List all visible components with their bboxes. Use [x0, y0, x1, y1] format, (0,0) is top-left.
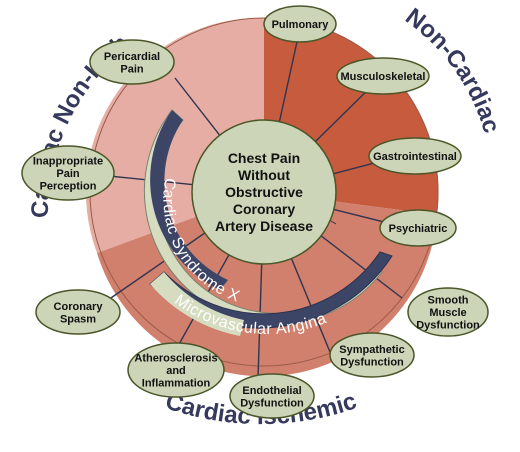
microvascular-angina-band-light [150, 272, 244, 336]
node-label: Sympathetic [339, 344, 404, 356]
node-ellipse [35, 289, 121, 335]
node-ellipse [336, 57, 430, 95]
node-ellipse [368, 137, 462, 175]
center-circle [191, 119, 337, 265]
node-label: Muscle [429, 307, 466, 319]
cardiac-syndrome-x-band-dark [150, 110, 228, 290]
cardiac-ischemic-sector [97, 192, 437, 377]
node-label: Inflammation [142, 378, 211, 390]
node-group: PulmonaryMusculoskeletalGastrointestinal… [21, 5, 489, 419]
center-title-line: Without [238, 167, 290, 183]
node-label: Perception [40, 181, 97, 193]
center-title: Chest PainWithoutObstructiveCoronaryArte… [215, 150, 313, 234]
node-label: Dysfunction [240, 397, 304, 409]
node-gastrointestinal: Gastrointestinal [368, 137, 462, 175]
node-ellipse [229, 373, 315, 419]
node-pulmonary: Pulmonary [263, 5, 337, 43]
node-label: Spasm [60, 313, 96, 325]
node-label: Coronary [54, 301, 104, 313]
node-ellipse [127, 342, 225, 398]
center-title-line: Chest Pain [228, 150, 300, 166]
node-label: Smooth [428, 295, 469, 307]
node-label: Dysfunction [416, 320, 480, 332]
node-ellipse [329, 332, 415, 378]
node-ellipse [263, 5, 337, 43]
node-label: Dysfunction [340, 356, 404, 368]
node-label: Pain [56, 168, 80, 180]
node-label: Endothelial [242, 385, 301, 397]
node-musculoskeletal: Musculoskeletal [336, 57, 430, 95]
node-label: Pain [120, 63, 144, 75]
node-ellipse [379, 209, 457, 247]
node-psychiatric: Psychiatric [379, 209, 457, 247]
center-title-line: Coronary [233, 201, 295, 217]
node-label: Pulmonary [272, 19, 330, 31]
node-label: Gastrointestinal [373, 151, 457, 163]
node-label: Atherosclerosis [134, 353, 217, 365]
node-ellipse [21, 145, 115, 201]
node-label: Psychiatric [389, 223, 448, 235]
node-ellipse [407, 287, 489, 337]
center-title-line: Obstructive [225, 184, 303, 200]
node-label: and [166, 365, 186, 377]
center-title-line: Artery Disease [215, 218, 313, 234]
node-ellipse [89, 39, 175, 85]
node-label: Pericardial [104, 51, 160, 63]
node-label: Musculoskeletal [341, 71, 426, 83]
node-label: Inappropriate [33, 156, 103, 168]
